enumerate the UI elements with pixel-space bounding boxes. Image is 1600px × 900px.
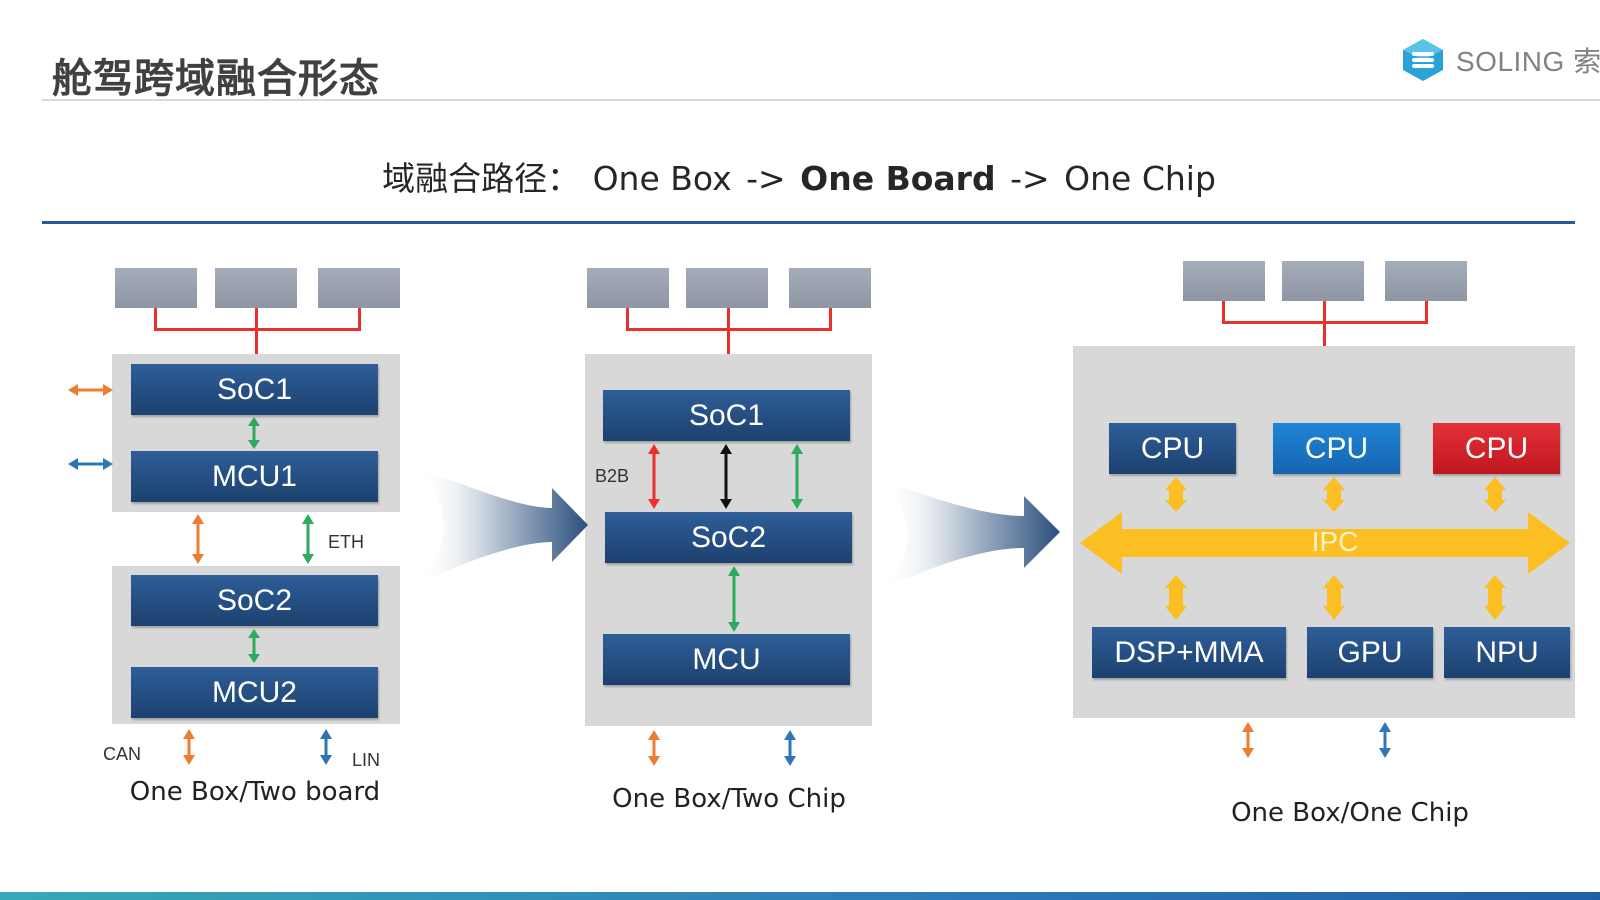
dsp-mma-chip: DSP+MMA	[1092, 627, 1286, 678]
fusion-step-one-chip: One Chip	[1064, 159, 1216, 198]
lin-label: LIN	[352, 750, 381, 770]
peripheral-box	[1183, 261, 1265, 301]
cpu1-ipc-arrow	[1165, 477, 1187, 512]
fusion-step-one-box: One Box	[592, 159, 732, 198]
gpu-chip: GPU	[1307, 627, 1433, 678]
peripheral-box	[587, 268, 669, 308]
fusion-step-one-board: One Board	[800, 159, 996, 198]
cpu-chip-2: CPU	[1273, 423, 1400, 474]
peripheral-wire	[255, 308, 258, 355]
peripheral-box	[318, 268, 400, 308]
panel-b-orange-arrow	[648, 730, 660, 766]
soc2-mcu-arrow	[728, 566, 740, 632]
gpu-ipc-arrow	[1323, 575, 1345, 620]
npu-chip: NPU	[1444, 627, 1570, 678]
ipc-connectors	[1165, 477, 1506, 620]
section-divider	[42, 221, 1575, 224]
ipc-label: IPC	[1311, 526, 1359, 557]
npu-ipc-arrow	[1484, 575, 1506, 620]
peripheral-bus-wire	[626, 328, 832, 331]
dsp-ipc-arrow	[1165, 575, 1187, 620]
company-logo: SOLING 索	[1400, 36, 1600, 84]
soc2-chip: SoC2	[605, 512, 852, 563]
board-link-orange-arrow	[192, 514, 204, 564]
panel-c-caption: One Box/One Chip	[1231, 798, 1469, 828]
cpu-chip-3: CPU	[1433, 423, 1560, 474]
fusion-arrow-1: ->	[746, 159, 786, 198]
peripheral-wire	[154, 308, 157, 330]
peripheral-wire	[829, 308, 832, 330]
lin-arrow	[320, 729, 332, 765]
panel-c-orange-arrow	[1242, 722, 1254, 758]
peripheral-box	[686, 268, 768, 308]
panel-b-blue-arrow	[784, 730, 796, 766]
external-orange-arrow	[68, 384, 113, 396]
panel-a-caption: One Box/Two board	[129, 777, 381, 807]
soc2-chip: SoC2	[131, 575, 378, 626]
peripheral-box	[789, 268, 871, 308]
peripheral-bus-wire	[154, 328, 361, 331]
soc1-chip: SoC1	[603, 390, 850, 441]
soc1-chip: SoC1	[131, 364, 378, 415]
cpu2-ipc-arrow	[1323, 477, 1345, 512]
mcu-chip: MCU	[603, 634, 850, 685]
peripheral-wire	[1425, 301, 1428, 323]
flow-arrow-1	[418, 468, 588, 584]
soc-link-black-arrow	[720, 444, 732, 509]
panel-c-blue-arrow	[1379, 722, 1391, 758]
fusion-arrow-2: ->	[1010, 159, 1050, 198]
external-blue-arrow	[68, 458, 113, 470]
peripheral-box	[1385, 261, 1467, 301]
panel-b-caption: One Box/Two Chip	[612, 784, 846, 814]
peripheral-box	[115, 268, 197, 308]
peripheral-wire	[626, 308, 629, 330]
cpu-chip-1: CPU	[1109, 423, 1236, 474]
peripheral-wire	[1323, 301, 1326, 348]
title-divider	[42, 99, 1600, 101]
peripheral-box	[215, 268, 297, 308]
footer-band	[0, 892, 1600, 900]
soling-logo-icon	[1403, 39, 1443, 81]
peripheral-bus-wire	[1222, 321, 1428, 324]
cpu3-ipc-arrow	[1484, 477, 1506, 512]
soc-link-green-arrow	[791, 444, 803, 509]
mcu1-chip: MCU1	[131, 451, 378, 502]
fusion-path-prefix: 域融合路径：	[382, 159, 581, 198]
peripheral-box	[1282, 261, 1364, 301]
soc2-mcu2-arrow	[248, 629, 260, 663]
eth-link-arrow	[302, 514, 314, 564]
slide-title: 舱驾跨域融合形态	[52, 56, 380, 102]
eth-label: ETH	[328, 532, 364, 552]
flow-arrow-2	[882, 480, 1060, 590]
peripheral-wire	[1222, 301, 1225, 323]
b2b-red-arrow	[648, 444, 660, 509]
mcu2-chip: MCU2	[131, 667, 378, 718]
peripheral-wire	[727, 308, 730, 355]
can-label: CAN	[103, 744, 142, 764]
logo-text: SOLING 索	[1456, 46, 1600, 77]
b2b-label: B2B	[595, 466, 630, 486]
peripheral-wire	[358, 308, 361, 330]
can-arrow	[183, 729, 195, 765]
fusion-path-subtitle: 域融合路径： One Box -> One Board -> One Chip	[0, 152, 1600, 200]
soc1-mcu1-arrow	[248, 417, 260, 449]
